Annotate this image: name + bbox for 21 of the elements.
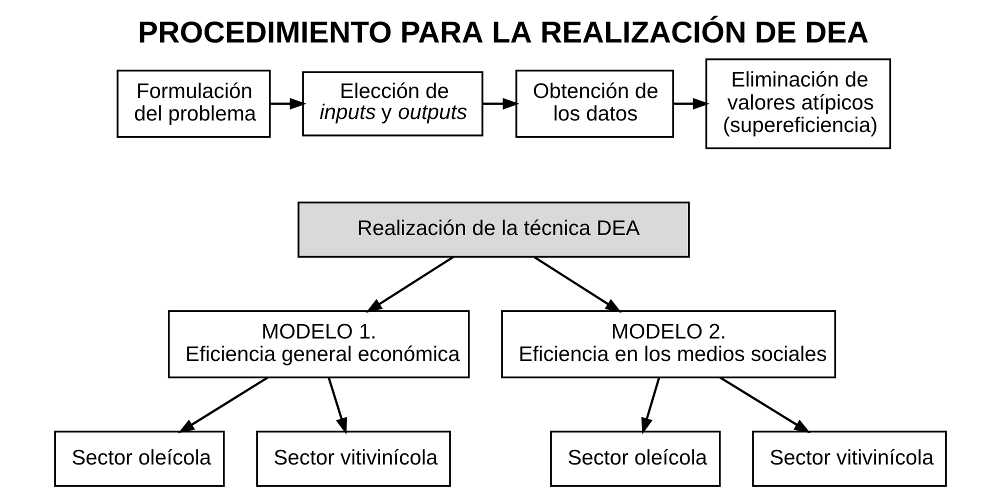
node-box: Eliminación de valores atípicos (supereficiencia) <box>704 58 891 150</box>
arrow <box>718 376 810 434</box>
node-box: Elección de inputs y outputs <box>302 71 483 136</box>
node-box: Realización de la técnica DEA <box>297 202 690 258</box>
node-box: MODELO 1. Eficiencia general económica <box>167 310 470 378</box>
node-box: Obtención de los datos <box>514 70 674 138</box>
arrow <box>365 256 454 313</box>
arrow <box>177 376 268 434</box>
arrow <box>672 98 710 110</box>
node-box: Sector vitivinícola <box>752 430 946 487</box>
arrow <box>482 98 519 110</box>
arrow <box>640 377 660 434</box>
arrow <box>533 256 622 313</box>
arrow <box>269 98 306 110</box>
arrow <box>327 377 347 434</box>
node-box: Sector oleícola <box>54 430 224 487</box>
diagram-title: PROCEDIMIENTO PARA LA REALIZACIÓN DE DEA <box>137 16 868 50</box>
node-box: Sector oleícola <box>550 430 720 487</box>
node-box: MODELO 2. Eficiencia en los medios sociales <box>500 310 836 378</box>
node-box: Formulación del problema <box>116 70 270 138</box>
node-box: Sector vitivinícola <box>256 430 450 487</box>
